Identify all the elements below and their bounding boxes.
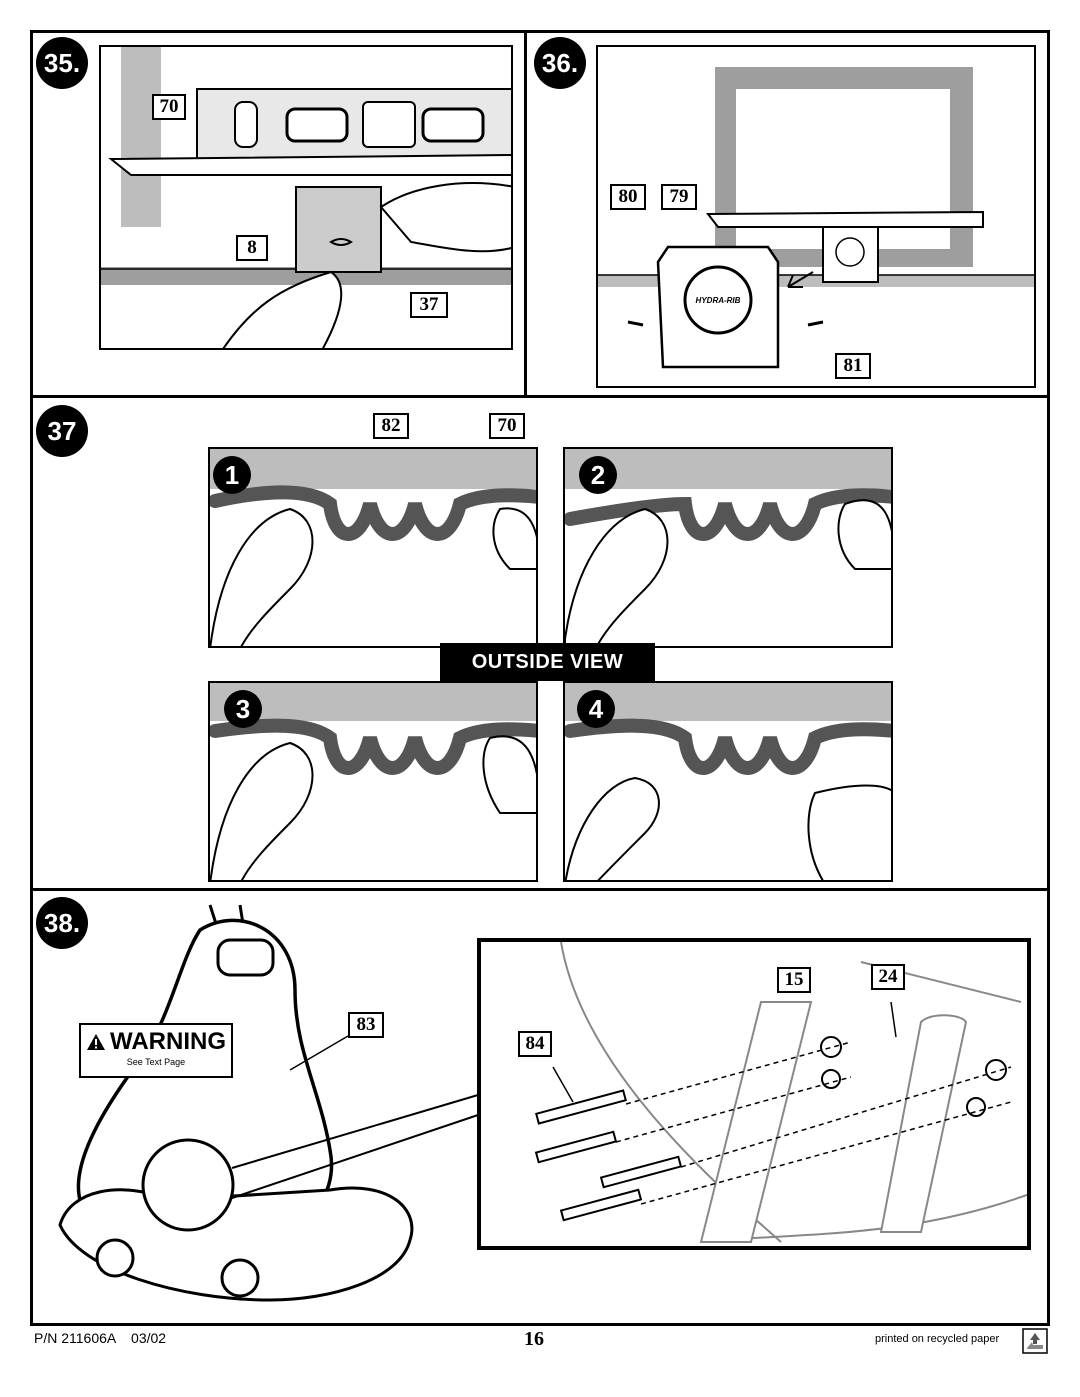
- step-37-sub-badge-2: 2: [579, 456, 617, 494]
- recycled-note: printed on recycled paper: [875, 1333, 1000, 1345]
- step-38-badge: 38.: [36, 897, 88, 949]
- warning-triangle-icon: [87, 1034, 105, 1050]
- callout-36-80: 80: [610, 184, 646, 210]
- warning-title: WARNING: [110, 1028, 226, 1055]
- outside-view-label: OUTSIDE VIEW: [440, 643, 655, 681]
- step-35-badge: 35.: [36, 37, 88, 89]
- callout-38-24: 24: [871, 964, 905, 990]
- callout-35-8: 8: [236, 235, 268, 261]
- step-37-panel-2: 2: [563, 447, 893, 648]
- step-37-sub-badge-3: 3: [224, 690, 262, 728]
- step-37-panel-1: 1: [208, 447, 538, 648]
- callout-35-70: 70: [152, 94, 186, 120]
- warning-label: WARNING See Text Page: [79, 1023, 233, 1078]
- page-number: 16: [524, 1328, 544, 1350]
- step-36-badge: 36.: [534, 37, 586, 89]
- step-38-detail-view: [477, 938, 1031, 1250]
- callout-37-82: 82: [373, 413, 409, 439]
- callout-37-70: 70: [489, 413, 525, 439]
- step-37-panel-3: 3: [208, 681, 538, 882]
- callout-38-84: 84: [518, 1031, 552, 1057]
- hydra-rib-logo: HYDRA-RIB: [695, 296, 741, 305]
- recycle-icon: [1022, 1328, 1048, 1354]
- callout-38-83: 83: [348, 1012, 384, 1038]
- callout-38-15: 15: [777, 967, 811, 993]
- step-37-sub-badge-1: 1: [213, 456, 251, 494]
- step-37-badge: 37: [36, 405, 88, 457]
- callout-36-81: 81: [835, 353, 871, 379]
- step-36-illustration: HYDRA-RIB: [596, 45, 1036, 388]
- step-38-frame: [30, 888, 1050, 1326]
- callout-35-37: 37: [410, 292, 448, 318]
- part-number: P/N 211606A 03/02: [34, 1330, 167, 1346]
- callout-36-79: 79: [661, 184, 697, 210]
- step-37-panel-4: 4: [563, 681, 893, 882]
- step-37-sub-badge-4: 4: [577, 690, 615, 728]
- warning-subtext: See Text Page: [126, 1057, 186, 1067]
- step-35-illustration: [99, 45, 513, 350]
